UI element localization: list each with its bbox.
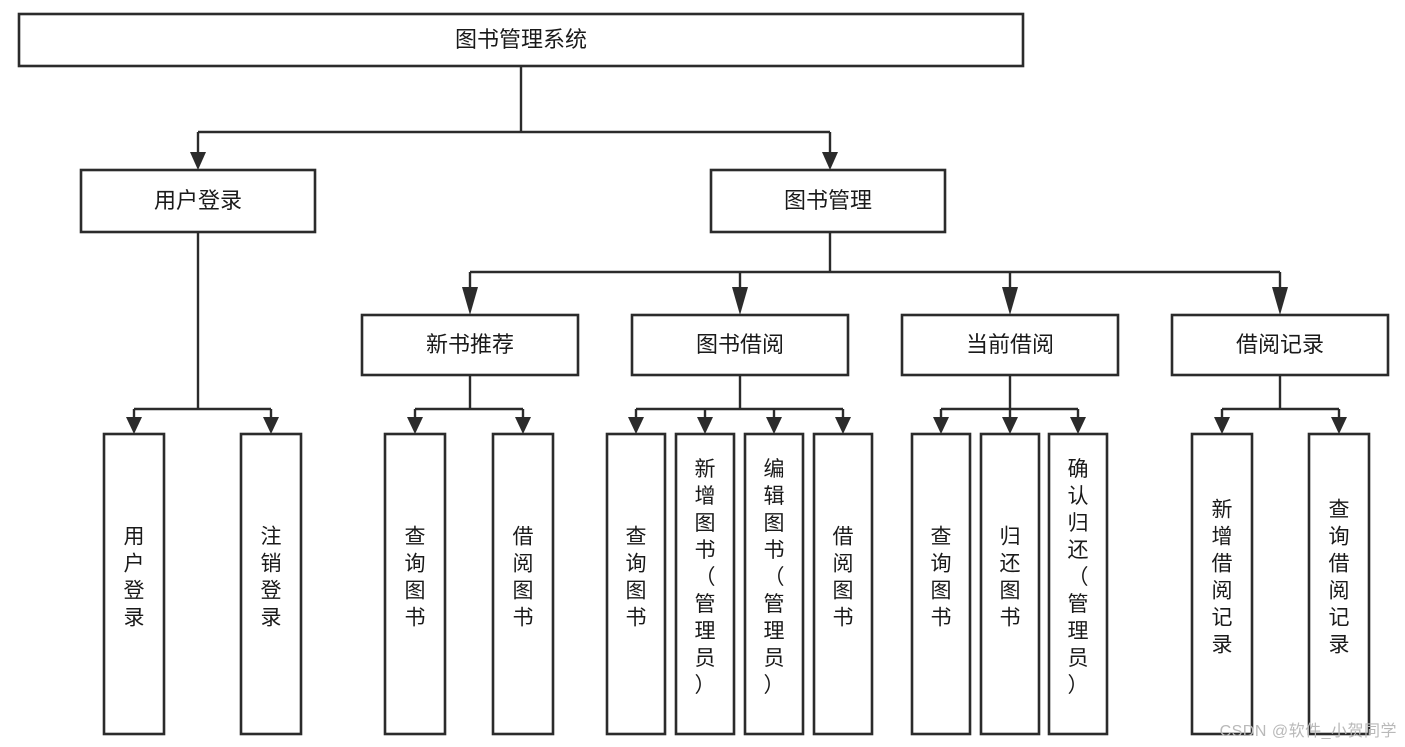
- leaf-new-book-borrow-label: 借阅图书: [513, 526, 534, 630]
- leaf-book-borrow-edit[interactable]: 编辑图书（管理员）: [743, 432, 805, 736]
- node-user-login-label: 用户登录: [154, 188, 242, 213]
- leaf-user-login-login-label: 用户登录: [124, 526, 145, 630]
- arrow-current-borrow-leaf-1: [933, 417, 949, 434]
- node-borrow-record[interactable]: 借阅记录: [1170, 313, 1390, 377]
- node-book-management[interactable]: 图书管理: [709, 168, 947, 234]
- node-root-book-management-system[interactable]: 图书管理系统: [17, 12, 1025, 68]
- arrow-book-manage-child-2: [732, 287, 748, 315]
- node-book-borrow[interactable]: 图书借阅: [630, 313, 850, 377]
- leaf-book-borrow-add-label: 新增图书（管理员）: [695, 458, 716, 697]
- leaf-book-borrow-borrow-label: 借阅图书: [833, 526, 854, 630]
- leaf-book-borrow-borrow[interactable]: 借阅图书: [812, 432, 874, 736]
- node-new-book-recommend[interactable]: 新书推荐: [360, 313, 580, 377]
- leaf-new-book-query-label: 查询图书: [405, 526, 426, 630]
- arrow-new-book-leaf-2: [515, 417, 531, 434]
- node-user-login[interactable]: 用户登录: [79, 168, 317, 234]
- arrow-borrow-record-leaf-1: [1214, 417, 1230, 434]
- arrow-book-manage-child-4: [1272, 287, 1288, 315]
- arrow-book-borrow-leaf-2: [697, 417, 713, 434]
- node-current-borrow[interactable]: 当前借阅: [900, 313, 1120, 377]
- arrow-current-borrow-leaf-3: [1070, 417, 1086, 434]
- arrow-new-book-leaf-1: [407, 417, 423, 434]
- arrow-current-borrow-leaf-2: [1002, 417, 1018, 434]
- arrow-user-login-leaf-2: [263, 417, 279, 434]
- arrow-user-login-leaf-1: [126, 417, 142, 434]
- leaf-current-borrow-confirm[interactable]: 确认归还（管理员）: [1047, 432, 1109, 736]
- leaf-user-login-logout-label: 注销登录: [261, 526, 282, 630]
- leaf-new-book-borrow[interactable]: 借阅图书: [491, 432, 555, 736]
- leaf-current-borrow-return[interactable]: 归还图书: [979, 432, 1041, 736]
- node-current-borrow-label: 当前借阅: [966, 332, 1054, 357]
- node-book-management-label: 图书管理: [784, 188, 872, 213]
- arrow-book-manage-child-1: [462, 287, 478, 315]
- leaf-borrow-record-add[interactable]: 新增借阅记录: [1190, 432, 1254, 736]
- leaf-current-borrow-query[interactable]: 查询图书: [910, 432, 972, 736]
- arrow-book-borrow-leaf-3: [766, 417, 782, 434]
- leaf-book-borrow-query-label: 查询图书: [626, 526, 647, 630]
- leaf-book-borrow-edit-label: 编辑图书（管理员）: [764, 458, 785, 697]
- arrow-book-manage-child-3: [1002, 287, 1018, 315]
- leaf-current-borrow-query-label: 查询图书: [931, 526, 952, 630]
- arrow-root-to-book-manage: [822, 152, 838, 170]
- leaf-user-login-logout[interactable]: 注销登录: [239, 432, 303, 736]
- arrow-book-borrow-leaf-1: [628, 417, 644, 434]
- leaf-borrow-record-query-label: 查询借阅记录: [1329, 499, 1350, 657]
- leaf-book-borrow-query[interactable]: 查询图书: [605, 432, 667, 736]
- node-borrow-record-label: 借阅记录: [1236, 332, 1324, 357]
- leaf-current-borrow-return-label: 归还图书: [1000, 526, 1021, 630]
- node-root-label: 图书管理系统: [455, 27, 587, 52]
- node-new-book-recommend-label: 新书推荐: [426, 332, 514, 357]
- arrow-root-to-user-login: [190, 152, 206, 170]
- connector-layer: [126, 66, 1347, 434]
- leaf-new-book-query[interactable]: 查询图书: [383, 432, 447, 736]
- leaf-borrow-record-query[interactable]: 查询借阅记录: [1307, 432, 1371, 736]
- leaf-current-borrow-confirm-label: 确认归还（管理员）: [1068, 458, 1089, 697]
- arrow-borrow-record-leaf-2: [1331, 417, 1347, 434]
- arrow-book-borrow-leaf-4: [835, 417, 851, 434]
- node-book-borrow-label: 图书借阅: [696, 332, 784, 357]
- leaf-user-login-login[interactable]: 用户登录: [102, 432, 166, 736]
- leaf-borrow-record-add-label: 新增借阅记录: [1212, 499, 1233, 657]
- leaf-book-borrow-add[interactable]: 新增图书（管理员）: [674, 432, 736, 736]
